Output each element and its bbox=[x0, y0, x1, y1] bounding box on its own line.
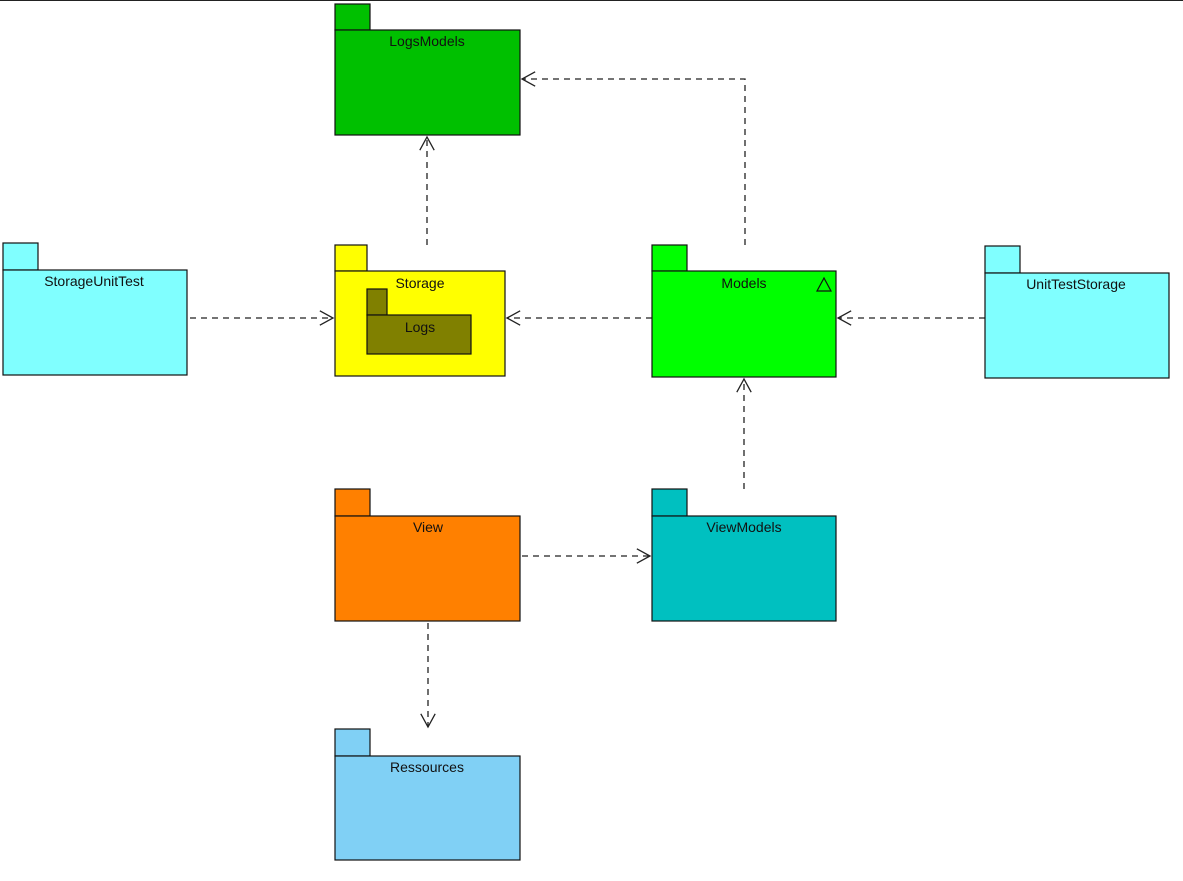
dependency-arrow-view-to-view-models[interactable] bbox=[522, 548, 652, 564]
package-label: Storage bbox=[395, 275, 444, 291]
arrowhead-icon bbox=[419, 135, 435, 151]
package-tab bbox=[334, 728, 371, 757]
dependency-arrow-view-to-ressources[interactable] bbox=[420, 623, 436, 729]
package-label: ViewModels bbox=[706, 519, 781, 535]
package-body bbox=[334, 755, 521, 861]
package-storage-unit-test[interactable]: StorageUnitTest bbox=[2, 242, 188, 376]
arrowhead-icon bbox=[505, 310, 521, 326]
package-body bbox=[2, 269, 188, 376]
package-label: LogsModels bbox=[389, 33, 465, 49]
package-label: View bbox=[413, 519, 444, 535]
package-body bbox=[334, 515, 521, 622]
package-label: StorageUnitTest bbox=[44, 273, 144, 289]
package-label: UnitTestStorage bbox=[1026, 276, 1126, 292]
package-body bbox=[651, 270, 837, 378]
package-label: Ressources bbox=[390, 759, 464, 775]
package-label: Logs bbox=[405, 319, 435, 335]
dependency-arrow-unit-test-storage-to-models[interactable] bbox=[836, 310, 985, 326]
package-body bbox=[366, 314, 472, 355]
dependency-line bbox=[522, 78, 746, 245]
package-body bbox=[651, 515, 837, 622]
package-unit-test-storage[interactable]: UnitTestStorage bbox=[984, 245, 1170, 379]
package-label: Models bbox=[721, 275, 766, 291]
triangle-icon bbox=[815, 276, 833, 292]
package-tab bbox=[651, 244, 688, 272]
package-body bbox=[334, 29, 521, 136]
dependency-layer bbox=[190, 71, 985, 729]
package-tab bbox=[366, 288, 388, 316]
package-view[interactable]: View bbox=[334, 488, 521, 622]
package-tab bbox=[2, 242, 39, 271]
dependency-arrow-storage-to-logs-models[interactable] bbox=[419, 135, 435, 245]
package-view-models[interactable]: ViewModels bbox=[651, 488, 837, 622]
package-storage[interactable]: Storage Logs bbox=[334, 244, 506, 377]
package-logs[interactable]: Logs bbox=[366, 288, 472, 355]
package-tab bbox=[334, 488, 371, 517]
package-ressources[interactable]: Ressources bbox=[334, 728, 521, 861]
dependency-arrow-view-models-to-models[interactable] bbox=[736, 377, 752, 489]
package-tab bbox=[334, 244, 368, 272]
arrowhead-icon bbox=[420, 713, 436, 729]
dependency-arrow-models-to-storage[interactable] bbox=[505, 310, 652, 326]
arrowhead-icon bbox=[319, 310, 335, 326]
package-models[interactable]: Models bbox=[651, 244, 837, 378]
package-tab bbox=[334, 3, 371, 31]
package-body bbox=[984, 272, 1170, 379]
arrowhead-icon bbox=[836, 310, 852, 326]
dependency-arrow-storage-unit-test-to-storage[interactable] bbox=[190, 310, 335, 326]
arrowhead-icon bbox=[520, 71, 536, 87]
arrowhead-icon bbox=[736, 377, 752, 393]
arrowhead-icon bbox=[636, 548, 652, 564]
package-logs-models[interactable]: LogsModels bbox=[334, 3, 521, 136]
dependency-arrow-models-to-logs-models[interactable] bbox=[520, 71, 746, 245]
package-tab bbox=[984, 245, 1021, 274]
package-tab bbox=[651, 488, 688, 517]
